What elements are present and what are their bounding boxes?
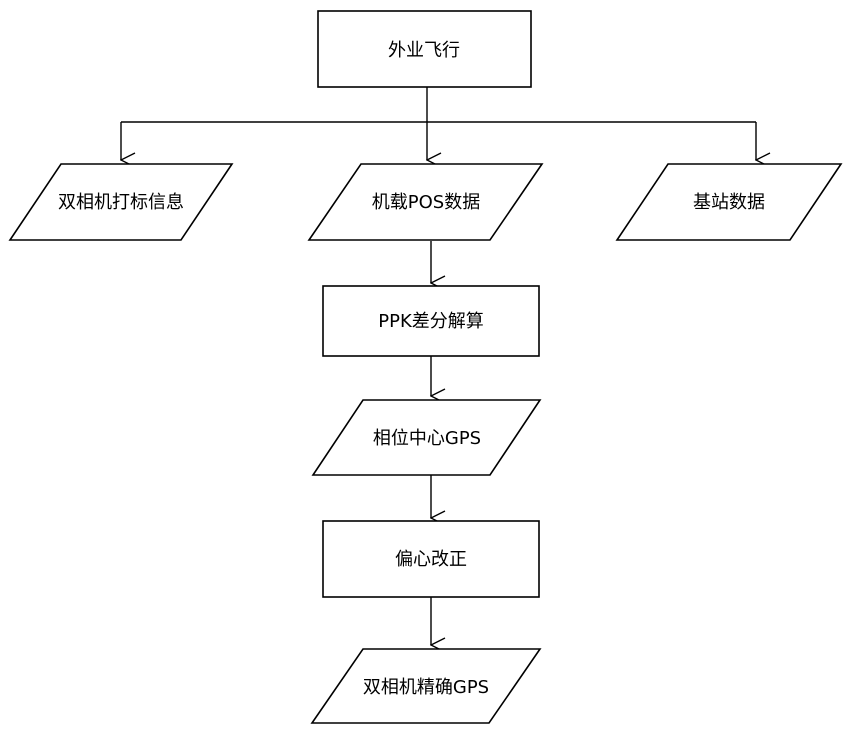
node-airborne-pos-label: 机载POS数据 bbox=[372, 192, 480, 213]
node-offset-correction: 偏心改正 bbox=[322, 520, 540, 598]
node-dual-camera-marks: 双相机打标信息 bbox=[8, 163, 234, 241]
node-base-station-label: 基站数据 bbox=[693, 192, 765, 213]
node-airborne-pos: 机载POS数据 bbox=[307, 163, 544, 241]
node-field-flight: 外业飞行 bbox=[317, 10, 532, 88]
node-base-station: 基站数据 bbox=[615, 163, 843, 241]
node-ppk-solve: PPK差分解算 bbox=[322, 285, 540, 357]
node-offset-correction-label: 偏心改正 bbox=[395, 549, 467, 570]
node-dual-camera-marks-label: 双相机打标信息 bbox=[58, 192, 184, 213]
node-phase-center-gps-label: 相位中心GPS bbox=[373, 428, 481, 449]
node-dual-camera-precise-gps: 双相机精确GPS bbox=[310, 648, 542, 724]
node-dual-camera-precise-gps-label: 双相机精确GPS bbox=[363, 677, 489, 698]
node-phase-center-gps: 相位中心GPS bbox=[311, 399, 542, 476]
node-field-flight-label: 外业飞行 bbox=[388, 40, 460, 61]
node-ppk-solve-label: PPK差分解算 bbox=[378, 311, 484, 332]
